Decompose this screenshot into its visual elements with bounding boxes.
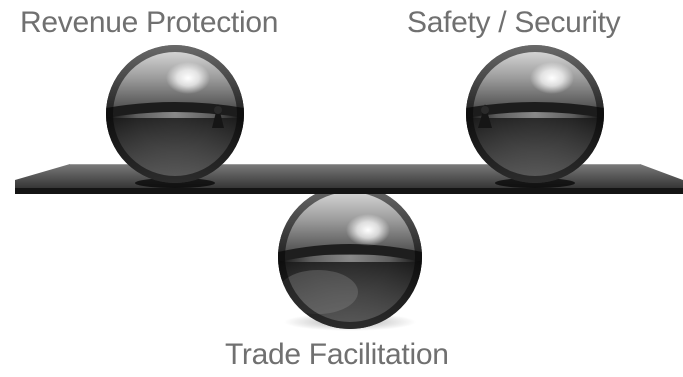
- label-trade-facilitation: Trade Facilitation: [225, 338, 449, 371]
- label-safety-security: Safety / Security: [407, 6, 621, 39]
- label-revenue-protection: Revenue Protection: [20, 6, 279, 39]
- balance-plank-icon: [15, 164, 683, 194]
- fulcrum-sphere-icon: [278, 185, 422, 331]
